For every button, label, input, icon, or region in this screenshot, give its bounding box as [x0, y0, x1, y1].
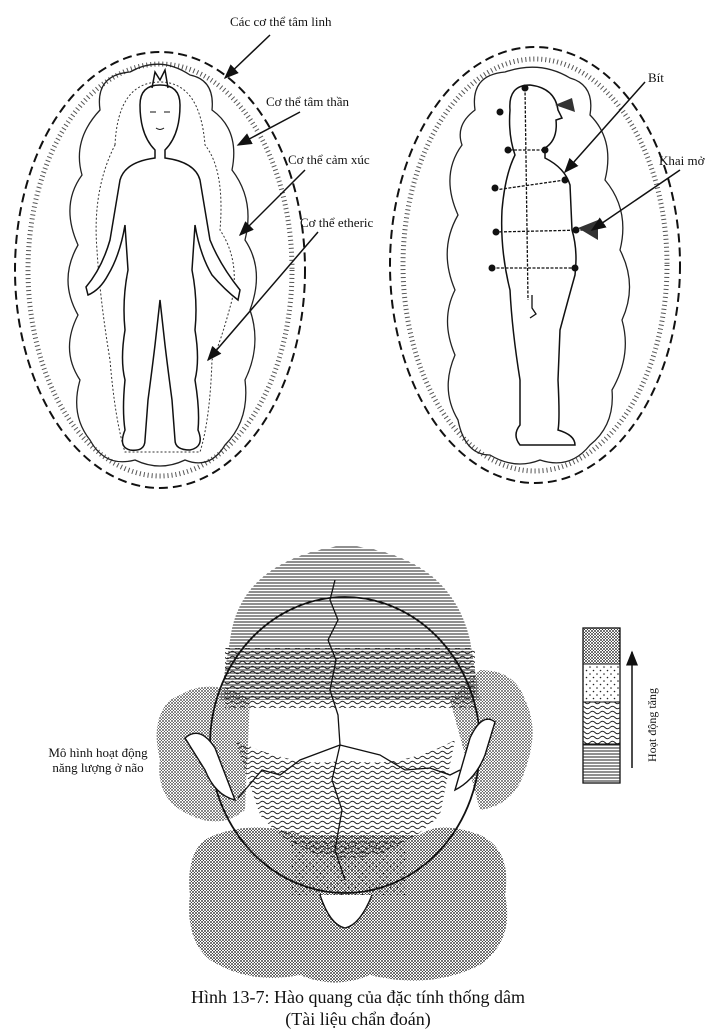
right-arrows — [564, 81, 681, 231]
jaw-chin — [319, 894, 373, 929]
right-ear — [453, 718, 496, 792]
brain-model-line-1: Mô hình hoạt động — [48, 745, 148, 760]
left-aura-diagram — [14, 51, 306, 489]
wave-band — [225, 648, 475, 708]
right-aura-diagram — [389, 46, 681, 484]
chakra-points — [488, 84, 580, 272]
spiritual-body-hatching — [25, 61, 295, 479]
right-mental-cloud — [446, 66, 631, 465]
activity-legend — [582, 627, 638, 784]
caption-line-2: (Tài liệu chẩn đoán) — [285, 1009, 431, 1029]
left-branch — [237, 744, 341, 799]
label-mental-body: Cơ thể tâm thần — [266, 94, 350, 109]
midline-trace — [327, 579, 346, 881]
right-spiritual-outline — [389, 46, 681, 484]
label-etheric-body: Cơ thể etheric — [300, 215, 374, 230]
spiritual-body-outline — [14, 51, 306, 489]
brain-model-line-2: năng lượng ở não — [52, 760, 144, 775]
label-activity-increase: Hoạt động tăng — [645, 688, 659, 762]
label-open: Khai mở — [659, 153, 705, 168]
label-blocked: Bít — [648, 70, 664, 85]
human-front-body — [85, 84, 241, 452]
brain-energy-diagram — [156, 545, 533, 983]
hair-tuft — [151, 67, 169, 89]
chakra-channel — [492, 87, 586, 301]
caption-line-1: Hình 13-7: Hào quang của đặc tính thống … — [191, 987, 525, 1007]
left-ear — [184, 732, 237, 802]
lower-wave-field — [235, 740, 455, 859]
label-emotional-body: Cơ thể cảm xúc — [288, 152, 370, 167]
label-spiritual-bodies: Các cơ thể tâm linh — [230, 14, 332, 29]
label-brain-model: Mô hình hoạt động năng lượng ở não — [28, 745, 168, 775]
head-cone — [555, 98, 575, 112]
left-arrows — [207, 34, 319, 362]
right-branch — [339, 744, 461, 776]
human-side-body — [500, 84, 577, 446]
mental-body-cloud — [67, 63, 258, 467]
